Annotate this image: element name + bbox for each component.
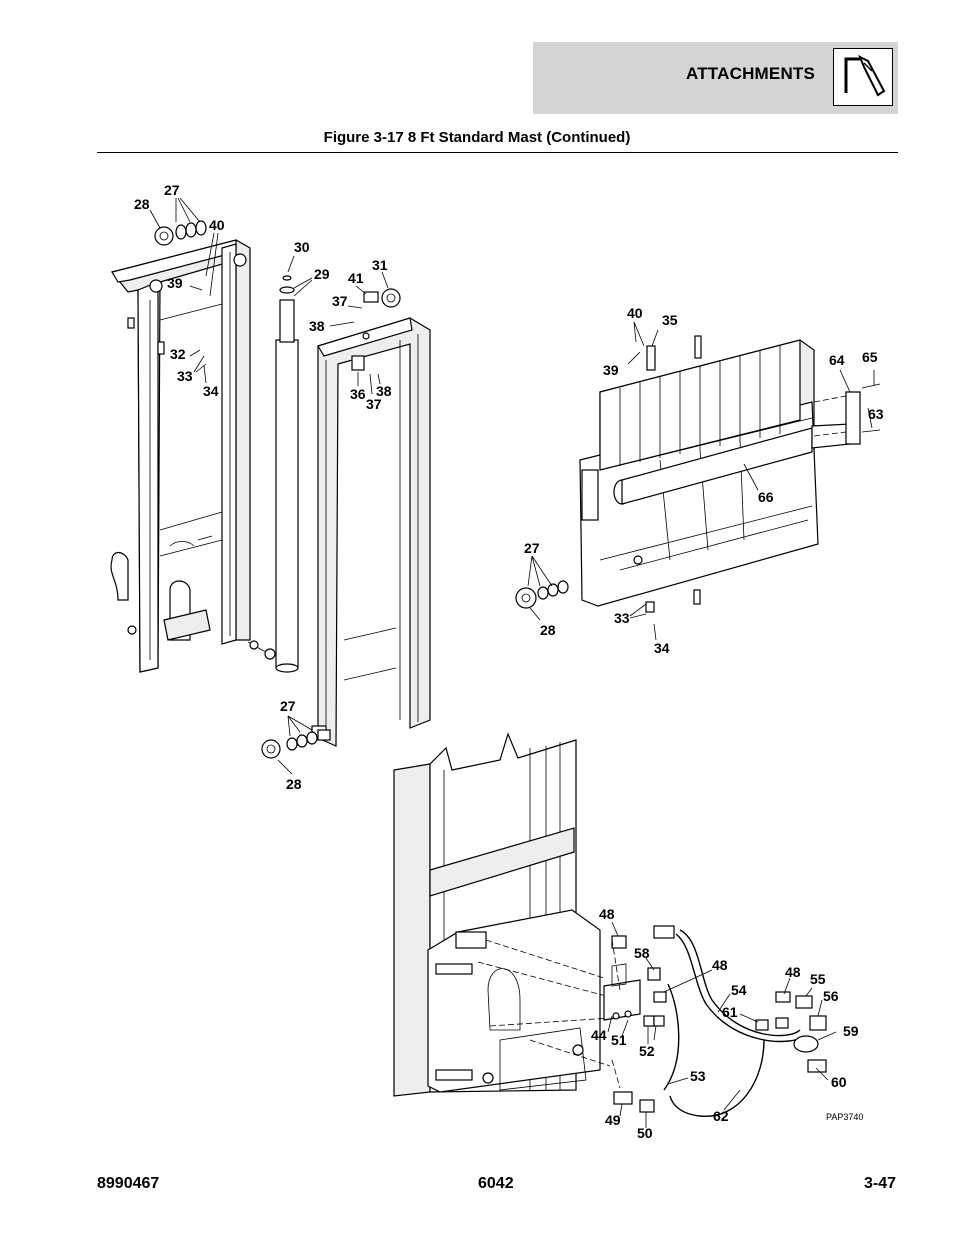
callout-33b: 33 <box>614 610 630 626</box>
callout-48c: 48 <box>785 964 801 980</box>
callout-27c: 27 <box>524 540 540 556</box>
callout-34b: 34 <box>654 640 670 656</box>
callout-37a: 37 <box>332 293 348 309</box>
callout-55: 55 <box>810 971 826 987</box>
callout-64: 64 <box>829 352 845 368</box>
callout-31: 31 <box>372 257 388 273</box>
header-rule <box>97 152 898 153</box>
callout-38a: 38 <box>309 318 325 334</box>
callout-52: 52 <box>639 1043 655 1059</box>
callout-32: 32 <box>170 346 186 362</box>
callout-36: 36 <box>350 386 366 402</box>
callout-38b: 38 <box>376 383 392 399</box>
callout-53: 53 <box>690 1068 706 1084</box>
callout-61: 61 <box>722 1004 738 1020</box>
callout-39: 39 <box>167 275 183 291</box>
callout-65: 65 <box>862 349 878 365</box>
callout-66: 66 <box>758 489 774 505</box>
leader-lines <box>149 197 875 1128</box>
callout-labels: 27 28 40 39 32 33 34 30 29 41 31 37 38 3… <box>134 182 884 1141</box>
callout-60: 60 <box>831 1074 847 1090</box>
callout-35: 35 <box>662 312 678 328</box>
callout-28b: 28 <box>286 776 302 792</box>
callout-37b: 37 <box>366 396 382 412</box>
callout-41: 41 <box>348 270 364 286</box>
callout-40b: 40 <box>627 305 643 321</box>
footer-model: 6042 <box>478 1175 514 1192</box>
callout-28: 28 <box>134 196 150 212</box>
callout-33: 33 <box>177 368 193 384</box>
callout-27b: 27 <box>280 698 296 714</box>
callout-39b: 39 <box>603 362 619 378</box>
callout-51: 51 <box>611 1032 627 1048</box>
roller-parts-top <box>154 220 401 759</box>
callout-58: 58 <box>634 945 650 961</box>
callout-44: 44 <box>591 1027 607 1043</box>
callout-49: 49 <box>605 1112 621 1128</box>
callout-34: 34 <box>203 383 219 399</box>
lower-mast <box>393 732 611 1097</box>
callout-63: 63 <box>868 406 884 422</box>
callout-62: 62 <box>713 1108 729 1124</box>
callout-28c: 28 <box>540 622 556 638</box>
callout-59: 59 <box>843 1023 859 1039</box>
callout-40: 40 <box>209 217 225 233</box>
callout-29: 29 <box>314 266 330 282</box>
section-title: ATTACHMENTS <box>686 64 816 83</box>
lift-cylinder <box>275 275 299 673</box>
callout-56: 56 <box>823 988 839 1004</box>
carriage <box>515 335 881 613</box>
callout-48a: 48 <box>599 906 615 922</box>
outer-mast <box>311 317 431 747</box>
hydraulic-fittings <box>603 925 827 1117</box>
figure-title: Figure 3-17 8 Ft Standard Mast (Continue… <box>323 129 631 146</box>
inner-mast <box>110 239 277 673</box>
callout-30: 30 <box>294 239 310 255</box>
figure-code: PAP3740 <box>826 1112 863 1122</box>
footer-part-number: 8990467 <box>97 1175 160 1192</box>
callout-48b: 48 <box>712 957 728 973</box>
callout-54: 54 <box>731 982 747 998</box>
callout-27: 27 <box>164 182 180 198</box>
fork-attachment-icon <box>833 48 893 106</box>
footer-page-number: 3-47 <box>864 1175 897 1192</box>
callout-50: 50 <box>637 1125 653 1141</box>
